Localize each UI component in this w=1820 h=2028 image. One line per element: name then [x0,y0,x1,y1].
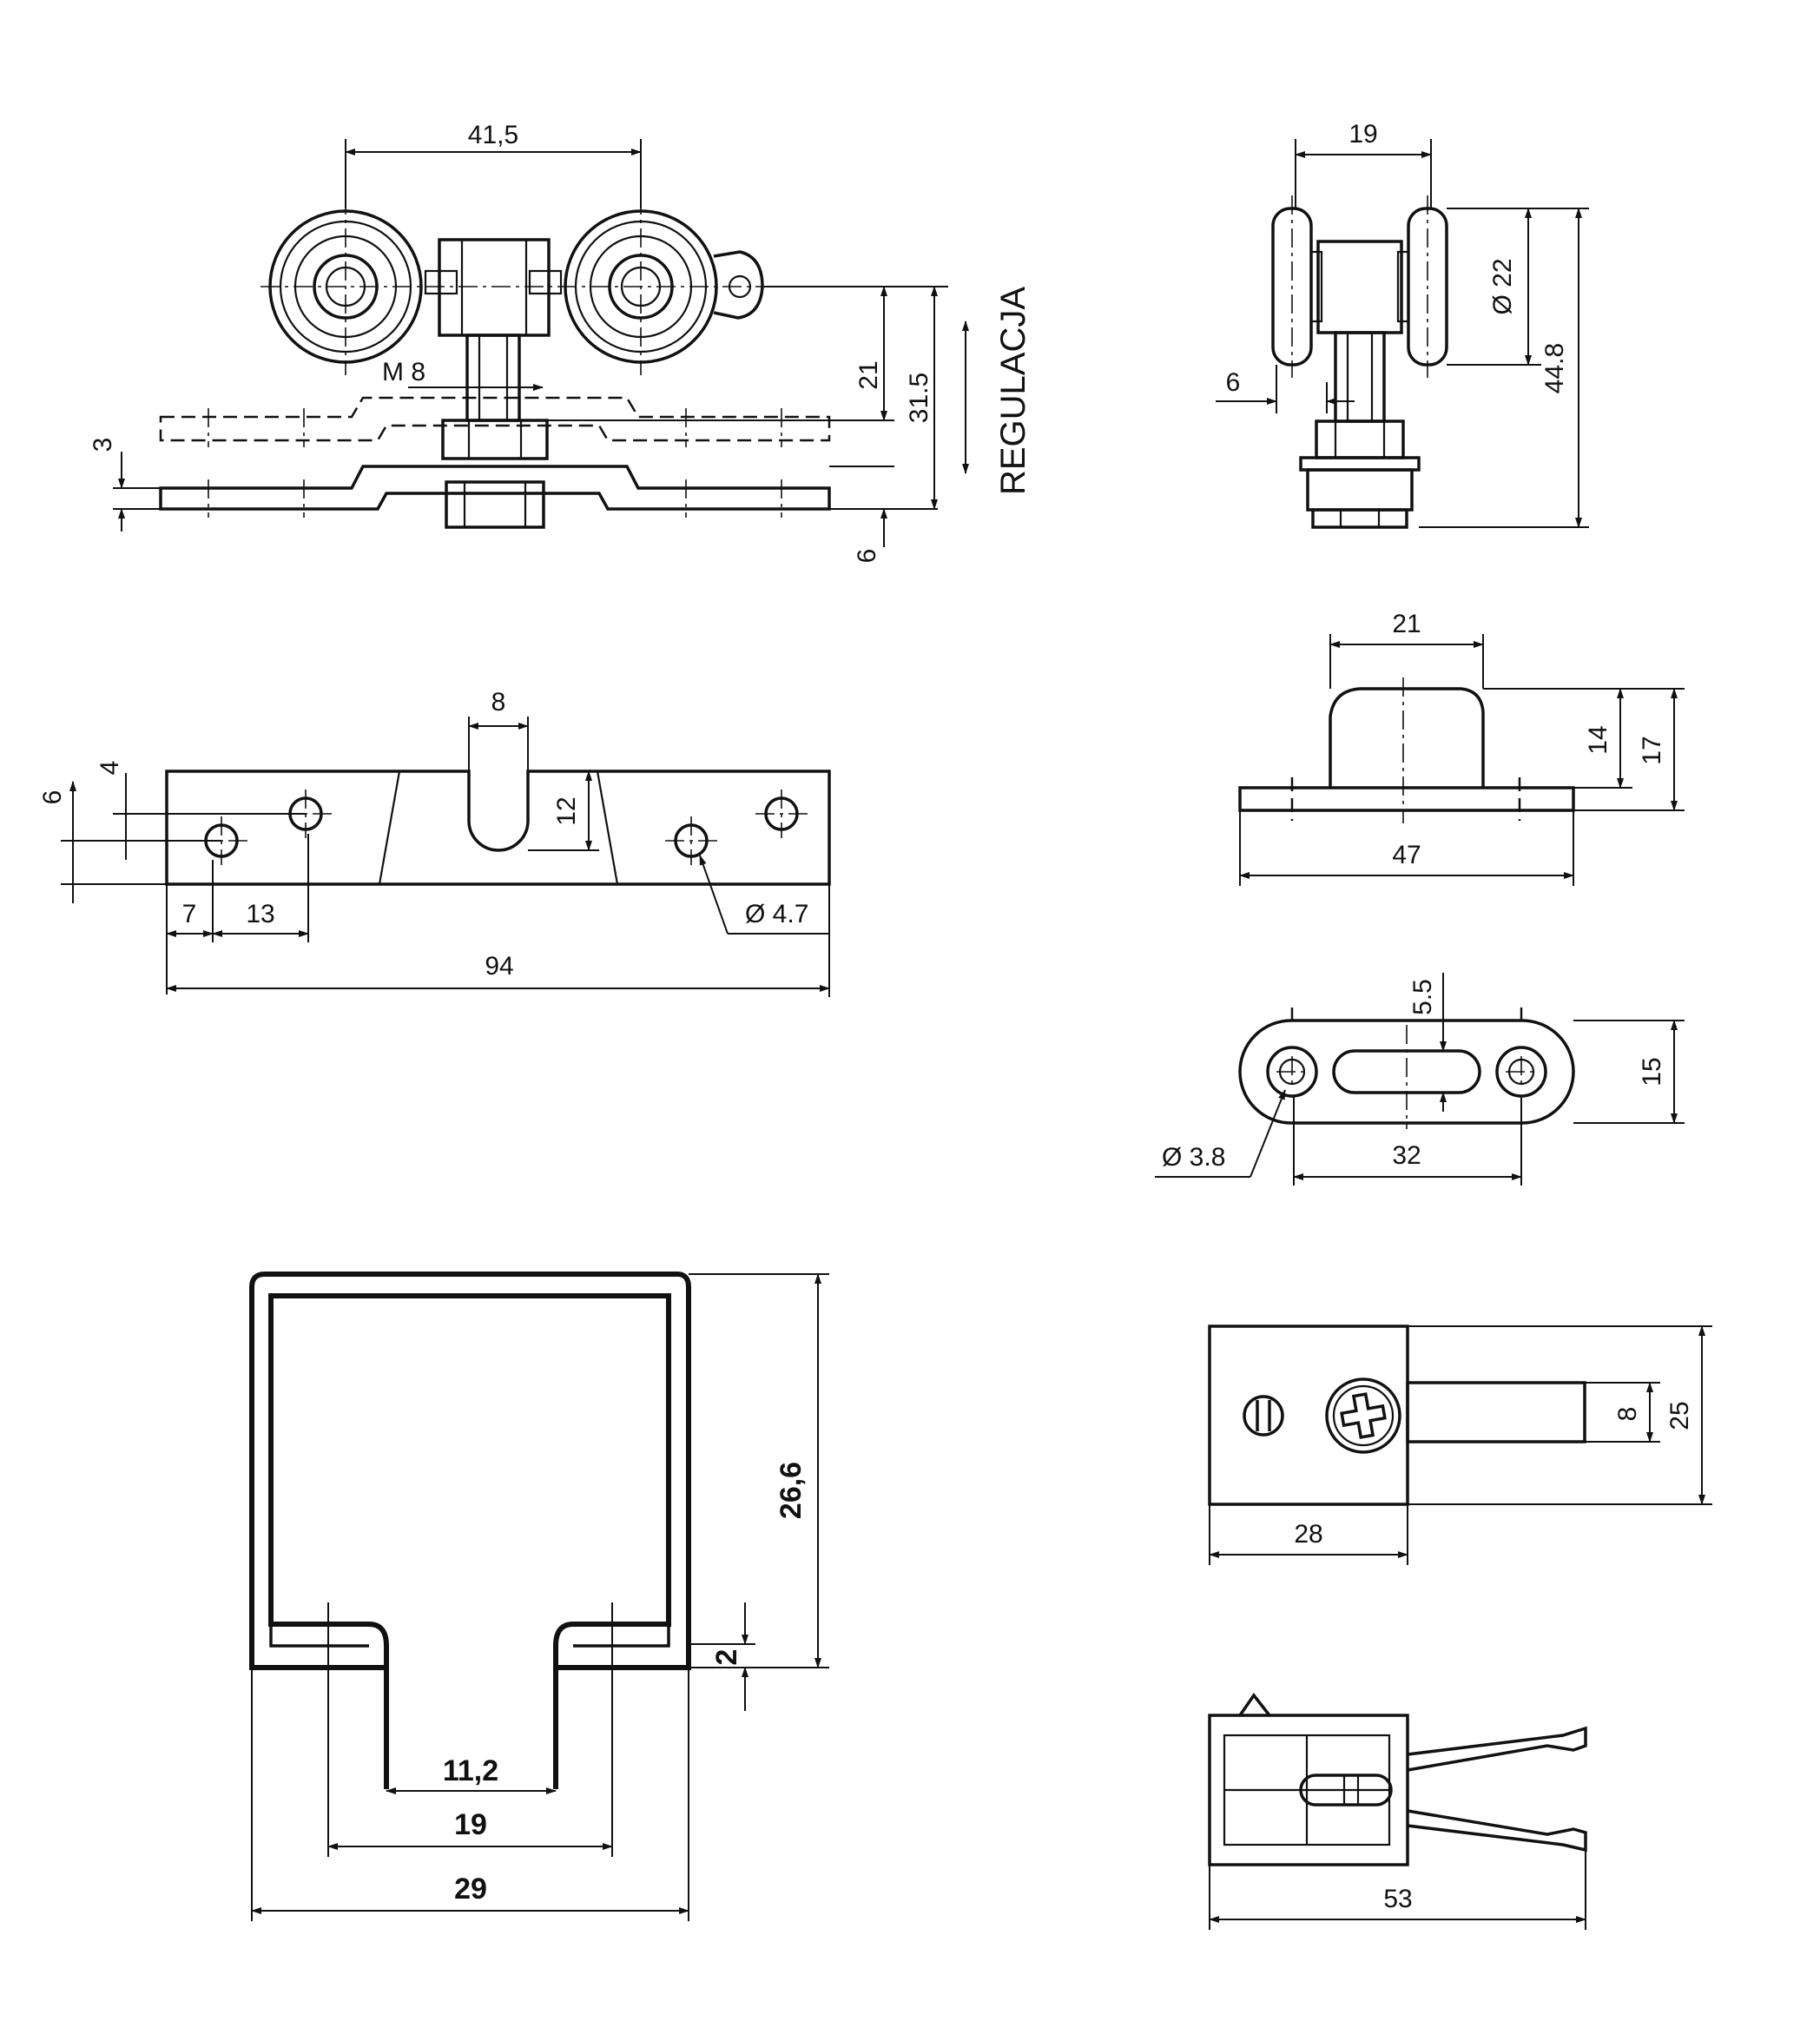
dim-wheel-spacing: 41,5 [468,121,518,149]
dim-rail-height: 26,6 [775,1462,808,1519]
dim-height-a: 21 [854,360,883,389]
adjust-label: REGULACJA [994,287,1032,495]
dim-edge-y-b: 4 [96,761,124,776]
dim-body-height: 14 [1584,725,1612,754]
dim-base-length: 47 [1392,841,1421,869]
dim-total-height: 44.8 [1540,343,1569,393]
dim-stopper-slot: 5.5 [1408,979,1437,1015]
dim-edge-y-a: 6 [38,790,67,805]
stopper-hole-right [1495,1046,1547,1098]
dim-hole-pitch: 13 [246,900,274,928]
dim-height-b: 31.5 [905,373,933,423]
dim-thread: M 8 [382,358,425,386]
dim-total-height-stopper: 17 [1638,736,1666,764]
dim-side-width: 19 [1349,120,1377,149]
dim-body-width: 21 [1392,610,1421,638]
stopper-hole-left [1266,1046,1318,1098]
dim-rail-width: 29 [454,1873,487,1906]
dim-slot-depth: 12 [552,796,581,825]
dim-rail-opening: 11,2 [443,1754,498,1787]
phillips-screw-icon [1325,1377,1401,1454]
carriage-front-view: 41,5 M 8 21 31.5 6 3 REGULACJA [89,121,1032,563]
clip-view: 53 [1208,1693,1587,1930]
stopper-side-view: 21 14 17 47 [1238,610,1685,886]
top-plate-view: 8 12 6 4 7 13 Ø 4.7 94 [38,688,831,997]
rail-profile-view: 26,6 2 11,2 19 29 [249,1272,829,1921]
dim-pin-width: 8 [1613,1407,1642,1422]
dim-edge-x-a: 7 [182,900,197,928]
dim-stopper-pitch: 32 [1392,1141,1421,1170]
stopper-top-view: 5.5 15 Ø 3.8 32 [1155,973,1685,1186]
dim-bracket-height: 25 [1665,1401,1694,1430]
hole-3 [665,816,717,865]
dim-plate-length: 94 [485,952,513,981]
dim-side-offset: 6 [1226,368,1241,397]
dim-rail-lip: 2 [710,1649,743,1666]
dim-plate-thickness: 3 [89,438,117,453]
dim-bottom-cut: 6 [853,549,881,564]
dim-clip-length: 53 [1383,1885,1412,1913]
hole-4 [755,789,808,838]
dim-bracket-base: 28 [1294,1520,1322,1549]
carriage-side-view: 19 Ø 22 44.8 6 [1216,120,1589,529]
dim-stopper-hole: Ø 3.8 [1162,1143,1225,1172]
bracket-view: 8 25 28 [1208,1324,1712,1565]
dim-hole-diameter: Ø 4.7 [745,900,808,928]
dim-stopper-width: 15 [1638,1057,1666,1086]
dim-wheel-diameter: Ø 22 [1488,258,1517,314]
dim-rail-span: 19 [454,1808,487,1841]
dim-slot-width: 8 [491,688,506,717]
slotted-screw-icon [1243,1395,1284,1437]
